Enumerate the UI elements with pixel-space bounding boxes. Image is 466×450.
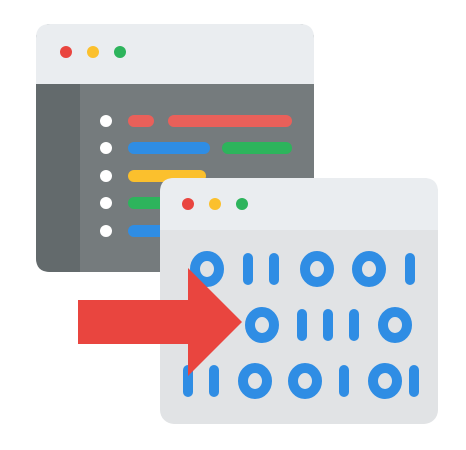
binary-window-body [160,178,438,424]
binary-zero [368,363,402,399]
line-bullet [100,225,112,237]
line-bullet [100,142,112,154]
maximize-dot-icon [114,46,126,58]
close-dot-icon [60,46,72,58]
binary-digits [183,251,419,399]
binary-zero [238,363,272,399]
line-bullet [100,197,112,209]
conversion-arrow-icon [78,268,242,376]
source-window-titlebar [36,24,314,84]
close-dot-icon [182,198,194,210]
binary-zero [190,251,224,287]
binary-window [160,178,438,424]
code-lines [128,115,292,237]
binary-zero [288,363,322,399]
binary-row-1 [190,251,415,287]
source-window-gutter [36,84,80,272]
minimize-dot-icon [87,46,99,58]
line-bullet [100,115,112,127]
minimize-dot-icon [209,198,221,210]
binary-zero [245,307,279,343]
line-bullets [100,115,112,237]
binary-row-2 [245,307,412,343]
binary-window-titlebar [160,178,438,230]
binary-zero [378,307,412,343]
line-bullet [100,170,112,182]
source-code-window [36,24,314,272]
binary-zero [300,251,334,287]
maximize-dot-icon [236,198,248,210]
binary-zero [352,251,386,287]
